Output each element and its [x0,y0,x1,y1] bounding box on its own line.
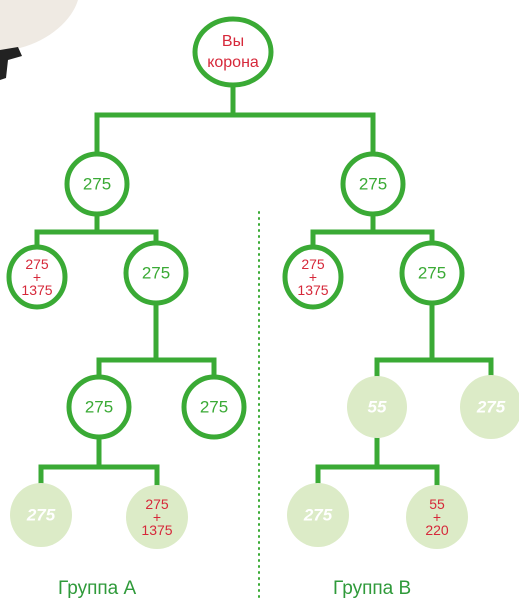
node-label: + [153,509,161,525]
node-label: корона [207,54,259,71]
group-b-label: Группа В [333,578,412,599]
tree-node-a-l4-right: 275+1375 [126,485,188,549]
tree-node-b-l1: 275 [340,151,406,217]
tree-node-b-l2-left: 275+1375 [282,244,344,310]
tree-node-b-l2-right: 275 [399,240,465,306]
node-label: 220 [425,522,449,538]
node-label: 275 [418,264,446,283]
tree-node-b-l4-right: 55+220 [406,485,468,549]
tree-node-a-l1: 275 [64,151,130,217]
node-circle [340,151,406,217]
node-circle [460,375,519,439]
node-label: 275 [25,256,49,272]
group-a-label: Группа А [58,578,137,599]
node-circle [6,244,68,310]
node-circle [406,485,468,549]
node-label: + [309,269,317,285]
node-label: 275 [85,398,113,417]
node-circle [282,244,344,310]
node-label: 1375 [21,282,52,298]
root-node: Вы корона [192,16,274,88]
tree-node-a-l4-left: 275 [10,483,72,547]
node-label: 275 [359,175,387,194]
tree-node-a-l2-right: 275 [123,240,189,306]
corner-device-image [0,0,78,80]
node-label: 275 [476,398,506,417]
node-label: 275 [83,175,111,194]
node-label: Вы [222,33,244,50]
node-label: 55 [429,496,445,512]
tree-node-a-l3-left: 275 [66,374,132,440]
node-circle [126,485,188,549]
node-label: 1375 [297,282,328,298]
node-circle [66,374,132,440]
tree-node-b-l3-left: 55 [347,376,407,438]
node-label: 275 [200,398,228,417]
node-label: 275 [142,264,170,283]
node-label: 275 [26,506,56,525]
tree-node-a-l3-right: 275 [181,374,247,440]
node-label: 275 [301,256,325,272]
node-circle [399,240,465,306]
tree-edges [34,82,494,488]
node-label: 275 [145,496,169,512]
node-circle [10,483,72,547]
node-label: 275 [303,506,333,525]
tree-node-b-l4-left: 275 [287,483,349,547]
node-label: + [433,509,441,525]
node-circle [347,376,407,438]
node-circle [181,374,247,440]
node-label: 55 [368,398,387,417]
node-circle [64,151,130,217]
tree-node-b-l3-right: 275 [460,375,519,439]
node-circle [123,240,189,306]
node-circle [192,16,274,88]
node-label: + [33,269,41,285]
node-label: 1375 [141,522,172,538]
tree-node-a-l2-left: 275+1375 [6,244,68,310]
node-circle [287,483,349,547]
